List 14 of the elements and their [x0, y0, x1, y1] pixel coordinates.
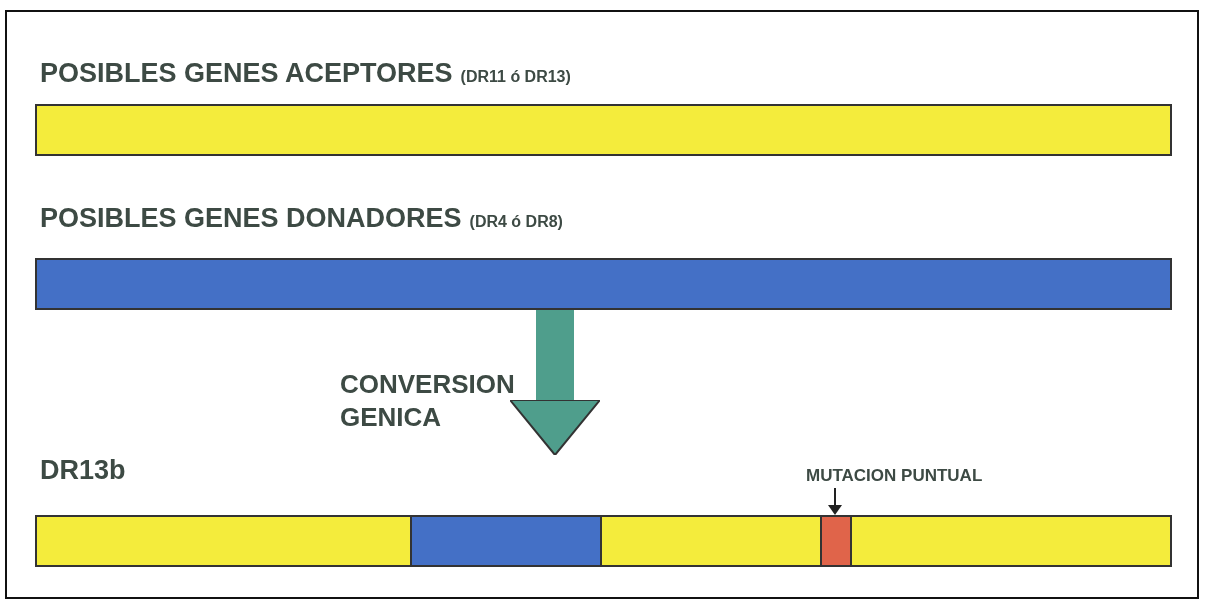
acceptor-segment	[852, 517, 1170, 565]
donor-segment	[412, 517, 602, 565]
block-arrow	[509, 310, 601, 456]
acceptor-segment	[37, 517, 412, 565]
allele-note: (DR4 ó DR8)	[469, 213, 563, 230]
gene-heading: DR13b	[40, 455, 126, 486]
gene-heading: POSIBLES GENES DONADORES (DR4 ó DR8)	[40, 203, 563, 234]
acceptor-segment	[602, 517, 822, 565]
gene-heading: POSIBLES GENES ACEPTORES (DR11 ó DR13)	[40, 58, 571, 89]
pointer-arrow	[828, 487, 842, 515]
mutation-segment	[822, 517, 852, 565]
allele-note: (DR11 ó DR13)	[460, 68, 571, 85]
mutation-label: MUTACION PUNTUAL	[806, 466, 1026, 488]
edge-label: CONVERSION GENICA	[340, 368, 516, 433]
